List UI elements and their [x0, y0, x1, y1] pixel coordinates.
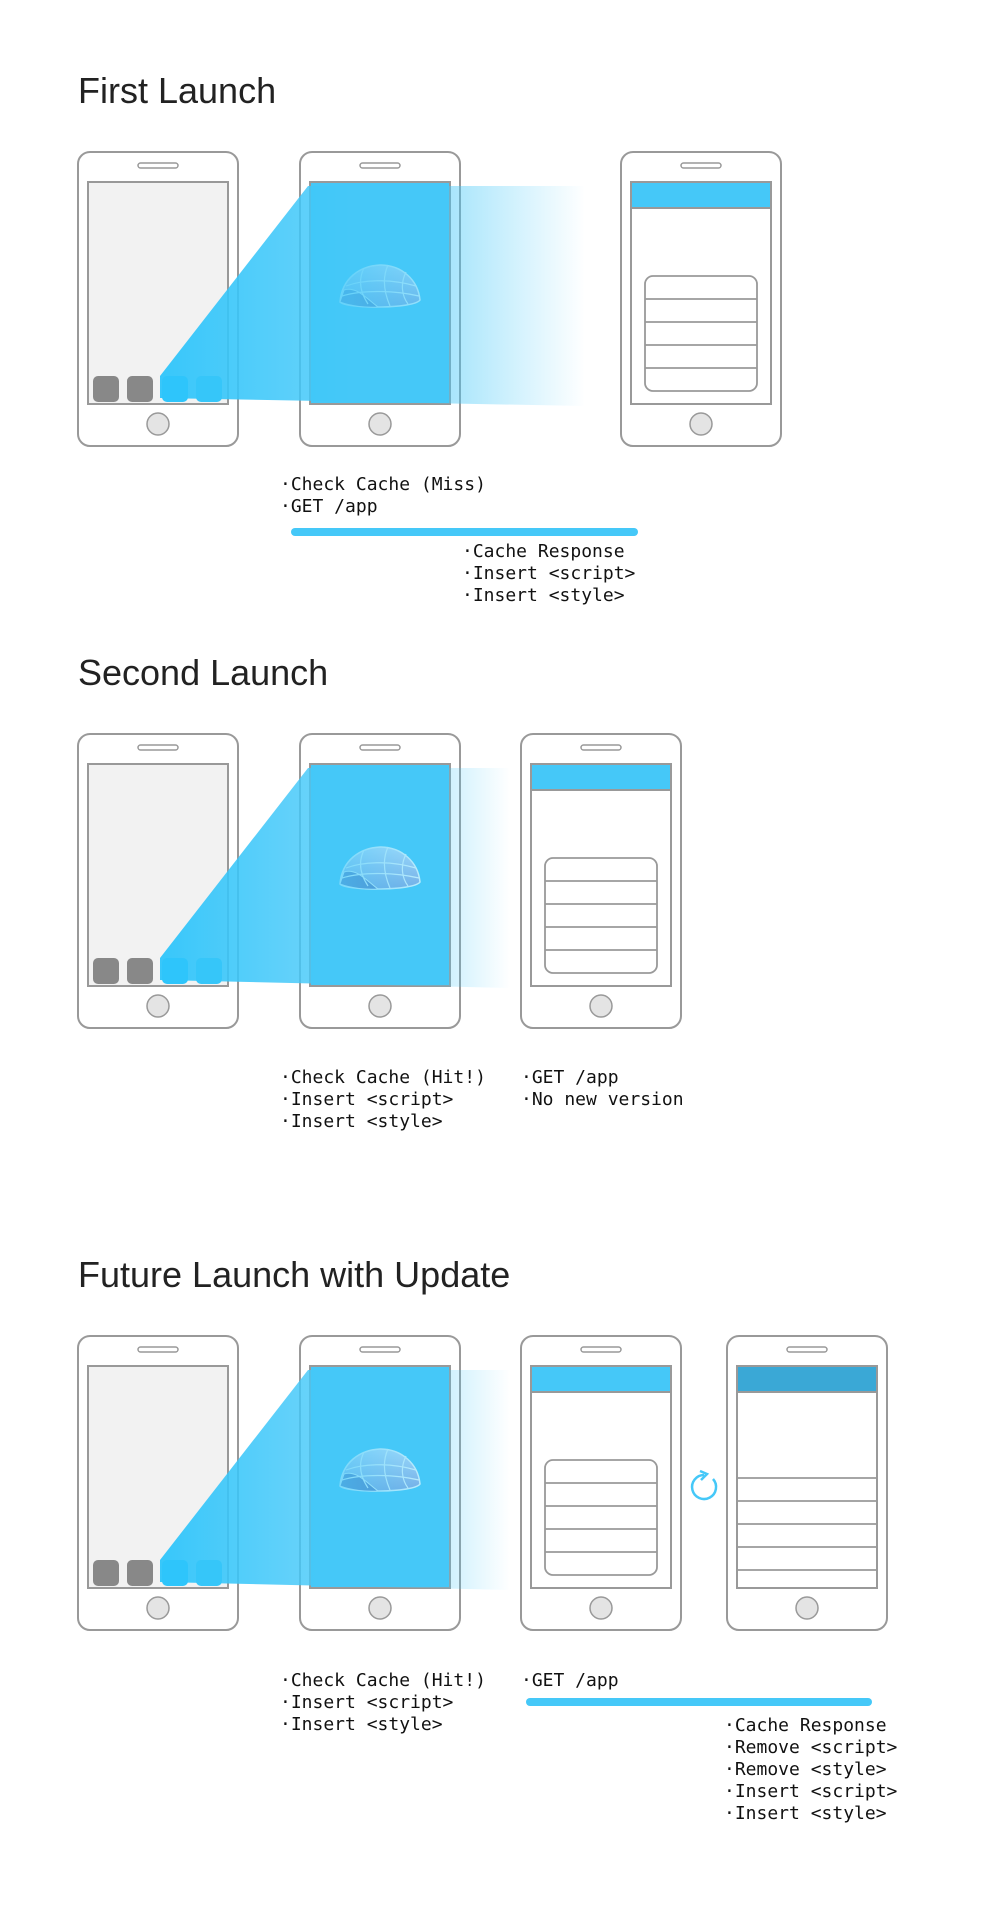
app-screen-phone — [521, 734, 681, 1028]
note-line: ·No new version — [521, 1089, 684, 1110]
note-line: ·Insert <style> — [724, 1803, 887, 1824]
note-line: ·GET /app — [280, 496, 378, 517]
note-line: ·Insert <script> — [724, 1781, 898, 1802]
note-line: ·GET /app — [521, 1067, 619, 1088]
second-launch-flow — [78, 734, 681, 1028]
note-line: ·Insert <style> — [462, 585, 625, 606]
app-screen-phone — [621, 152, 781, 446]
app-icon-highlighted — [162, 958, 188, 984]
refresh-icon — [690, 1469, 718, 1501]
app-screen-phone — [521, 1336, 681, 1630]
note-line: ·Check Cache (Hit!) — [280, 1067, 486, 1088]
future-launch-notes-response: ·Cache Response ·Remove <script> ·Remove… — [724, 1715, 897, 1825]
first-launch-notes-start: ·Check Cache (Miss) ·GET /app — [280, 474, 486, 518]
second-launch-notes-request: ·GET /app ·No new version — [521, 1067, 684, 1111]
app-icon — [196, 376, 222, 402]
section-title-second-launch: Second Launch — [78, 652, 329, 693]
app-icon-highlighted — [162, 1560, 188, 1586]
section-title-first-launch: First Launch — [78, 70, 277, 111]
note-line: ·Insert <script> — [280, 1089, 454, 1110]
app-icon — [196, 958, 222, 984]
second-launch-notes-cache: ·Check Cache (Hit!) ·Insert <script> ·In… — [280, 1067, 486, 1133]
note-line: ·Check Cache (Hit!) — [280, 1670, 486, 1691]
note-line: ·Cache Response — [724, 1715, 887, 1736]
note-line: ·Insert <script> — [462, 563, 636, 584]
note-line: ·Cache Response — [462, 541, 625, 562]
updated-app-screen-phone — [727, 1336, 887, 1630]
note-line: ·Remove <style> — [724, 1759, 887, 1780]
note-line: ·Check Cache (Miss) — [280, 474, 486, 495]
first-launch-notes-response: ·Cache Response ·Insert <script> ·Insert… — [462, 541, 635, 607]
launch-transition-beam — [160, 1370, 510, 1590]
future-launch-notes-cache: ·Check Cache (Hit!) ·Insert <script> ·In… — [280, 1670, 486, 1736]
future-launch-flow — [78, 1336, 887, 1706]
first-launch-flow — [78, 152, 781, 536]
future-launch-notes-request: ·GET /app — [521, 1670, 619, 1692]
note-line: ·Insert <style> — [280, 1111, 443, 1132]
app-icon — [196, 1560, 222, 1586]
app-icon-highlighted — [162, 376, 188, 402]
note-line: ·Insert <style> — [280, 1714, 443, 1735]
launch-transition-beam — [160, 768, 510, 988]
note-line: ·Insert <script> — [280, 1692, 454, 1713]
note-line: ·GET /app — [521, 1670, 619, 1691]
launch-transition-beam — [160, 186, 585, 406]
section-title-future-launch: Future Launch with Update — [78, 1254, 511, 1295]
note-line: ·Remove <script> — [724, 1737, 898, 1758]
